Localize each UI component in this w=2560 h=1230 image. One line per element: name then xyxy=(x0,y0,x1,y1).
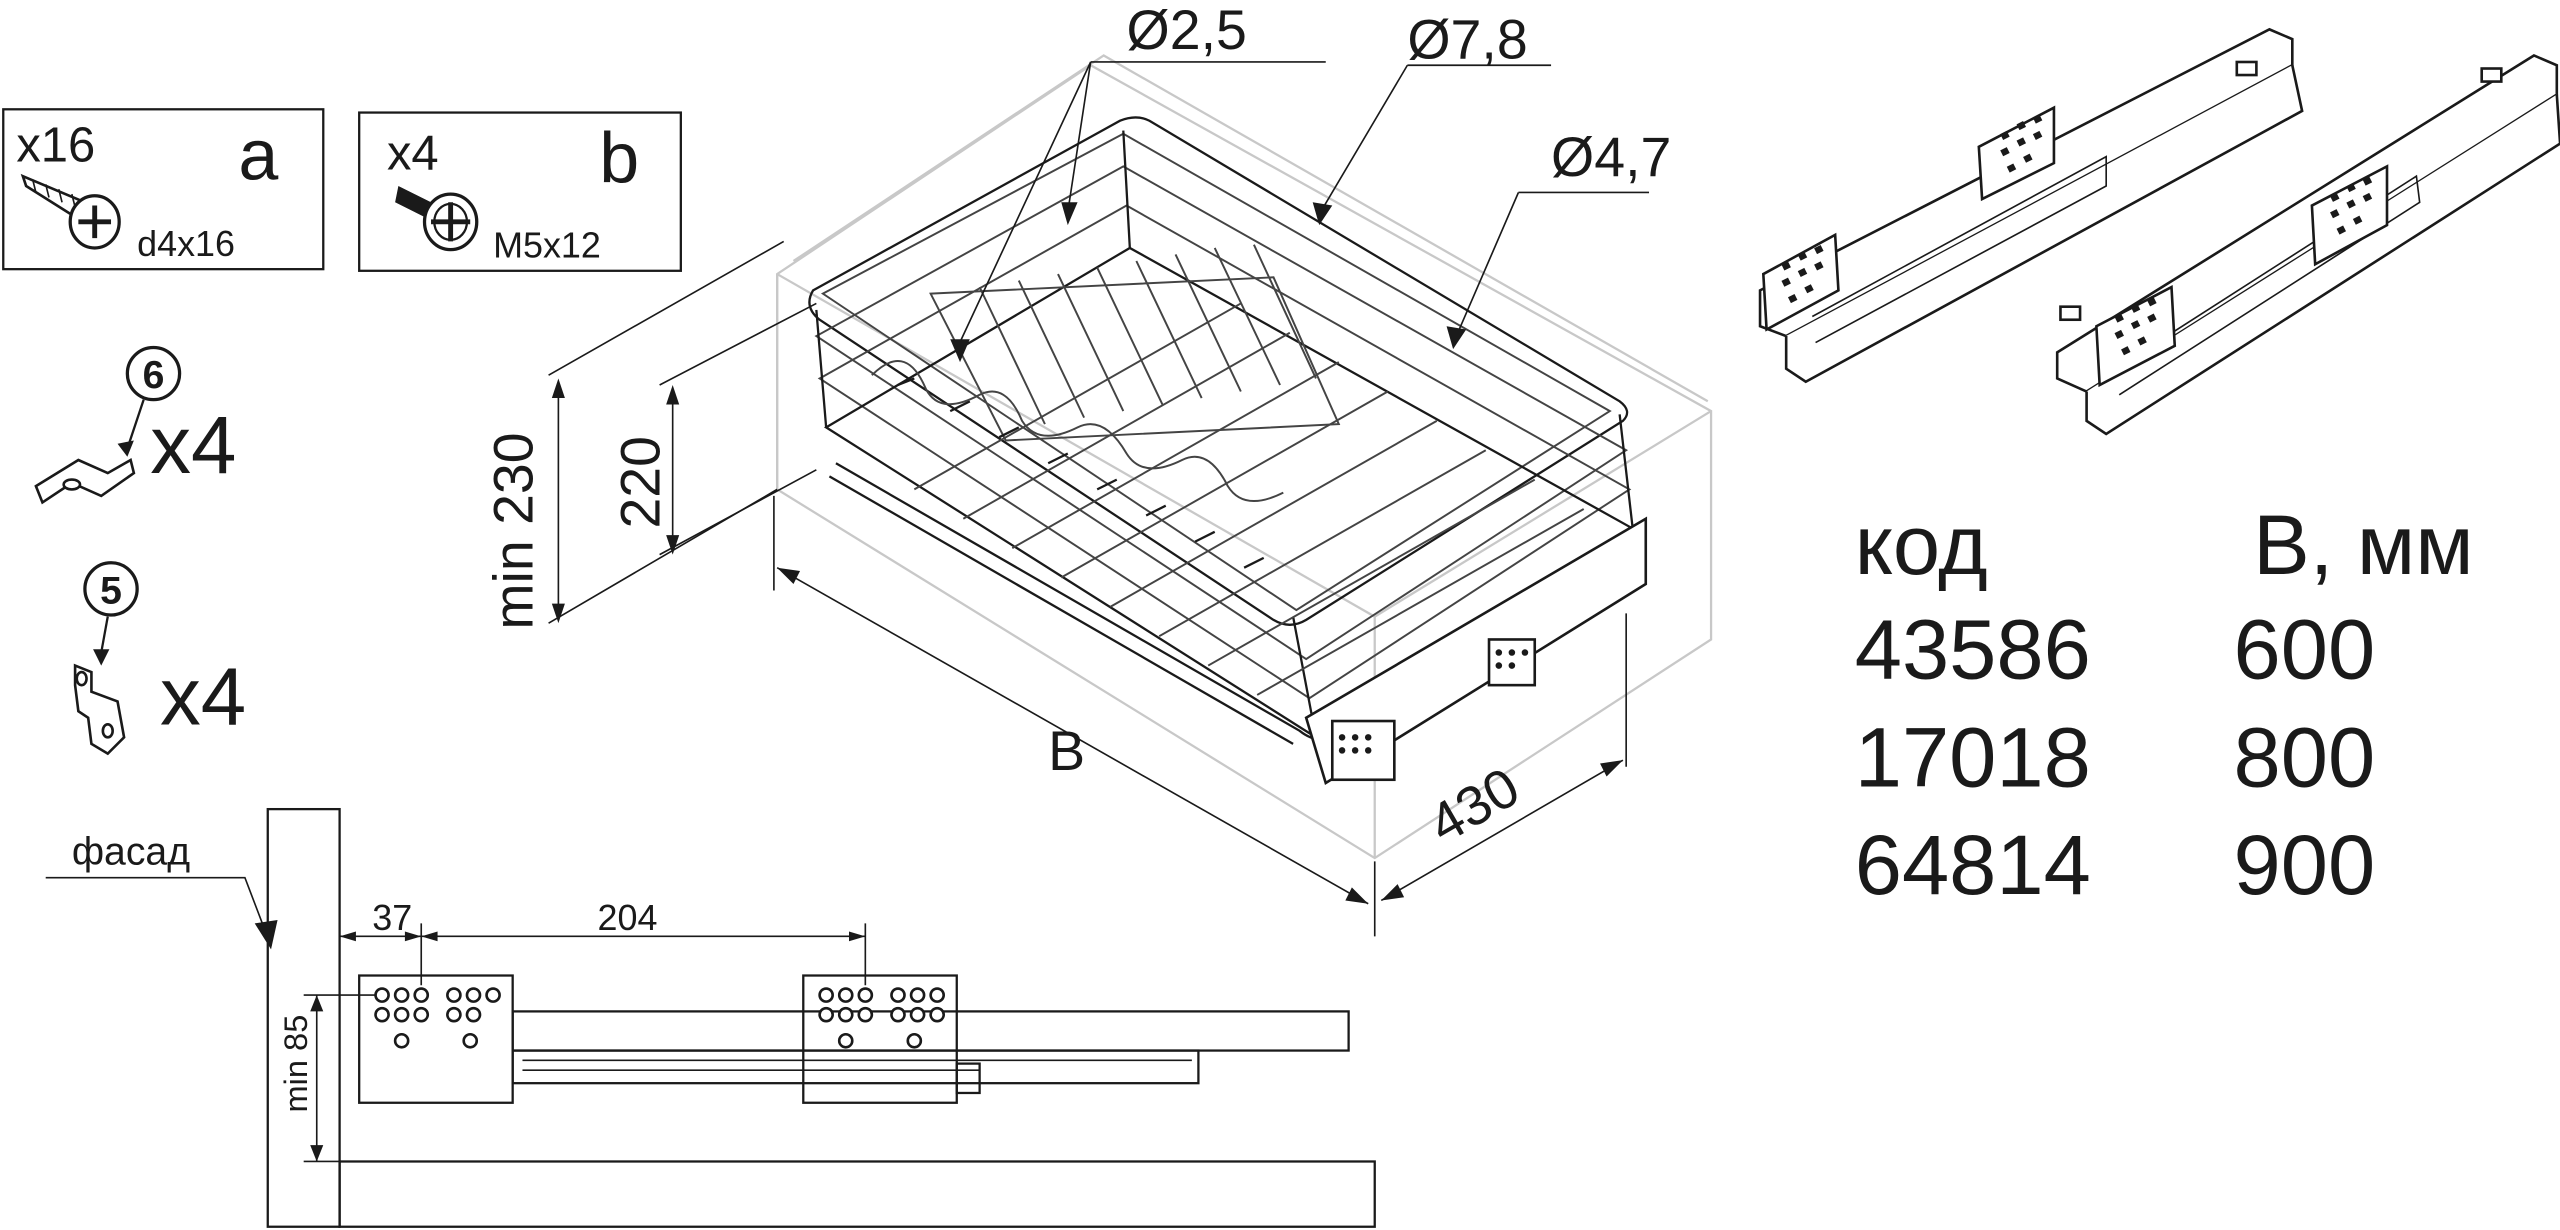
clip-6-badge xyxy=(125,345,182,402)
facade-label: фасад xyxy=(72,831,190,874)
front-bracket-holes xyxy=(374,987,501,1049)
basket-dimensions: Ø2,5 Ø7,8 Ø4,7 min 230 220 B 430 xyxy=(482,0,1671,937)
screw-a-qty: x16 xyxy=(16,119,95,173)
clip-6-qty: x4 xyxy=(150,400,236,491)
clip-5-number: 5 xyxy=(100,570,122,613)
screw-b-qty: x4 xyxy=(387,127,439,181)
screw-b-size: M5x12 xyxy=(493,226,601,266)
table-row-2-width: 800 xyxy=(2234,709,2376,804)
machine-screw-icon xyxy=(395,185,479,252)
rail-lower-bar xyxy=(511,1049,1200,1085)
clip-6-group: 6 x4 xyxy=(34,345,236,505)
rail-front-bracket xyxy=(358,974,514,1104)
rail-min-height: min 85 xyxy=(277,1015,314,1113)
slide-rail-left xyxy=(1758,27,2304,384)
basket-height-min: min 230 xyxy=(482,432,544,629)
wire-diameter-2: Ø7,8 xyxy=(1407,9,1527,71)
clip-5-badge xyxy=(83,561,139,617)
clip-6-number: 6 xyxy=(143,354,165,397)
slide-rail-right xyxy=(2055,53,2560,436)
table-header-code: код xyxy=(1855,497,1988,592)
rail-dim-37: 37 xyxy=(372,898,412,938)
wire-basket xyxy=(808,116,1648,786)
screw-b-box: x4 b M5x12 xyxy=(358,111,682,272)
rail-side-view: фасад 37 xyxy=(45,807,1376,1228)
wire-diameter-1: Ø2,5 xyxy=(1127,0,1247,61)
facade-panel xyxy=(266,807,341,1228)
code-table: код B, мм 43586 600 17018 800 64814 900 xyxy=(1855,497,2474,912)
table-row-3-width: 900 xyxy=(2234,817,2376,912)
clip-5-qty: x4 xyxy=(160,651,246,742)
basket-height: 220 xyxy=(610,436,672,529)
wire-diameter-3: Ø4,7 xyxy=(1551,126,1671,188)
basket-width: B xyxy=(1048,720,1085,782)
bracket-clip-icon xyxy=(73,663,126,756)
screw-a-box: x16 a d4x16 xyxy=(2,108,325,271)
clip-5-group: 5 x4 xyxy=(73,561,246,756)
screw-a-letter: a xyxy=(238,115,278,195)
cabinet-bottom xyxy=(338,1160,1376,1228)
table-row-2-code: 17018 xyxy=(1855,709,2091,804)
mounting-clip-icon xyxy=(34,458,136,505)
screw-a-size: d4x16 xyxy=(137,224,235,264)
table-row-1-code: 43586 xyxy=(1855,602,2091,697)
rear-bracket-holes xyxy=(818,987,946,1049)
table-row-3-code: 64814 xyxy=(1855,817,2091,912)
screw-b-letter: b xyxy=(599,119,639,199)
rail-rear-bracket xyxy=(802,974,958,1104)
screw-b-frame xyxy=(358,111,682,272)
table-row-1-width: 600 xyxy=(2234,602,2376,697)
basket-depth: 430 xyxy=(1418,755,1529,855)
wood-screw-icon xyxy=(20,173,121,250)
table-header-width: B, мм xyxy=(2253,497,2474,592)
rail-dim-204: 204 xyxy=(598,898,658,938)
screw-a-frame xyxy=(2,108,325,271)
